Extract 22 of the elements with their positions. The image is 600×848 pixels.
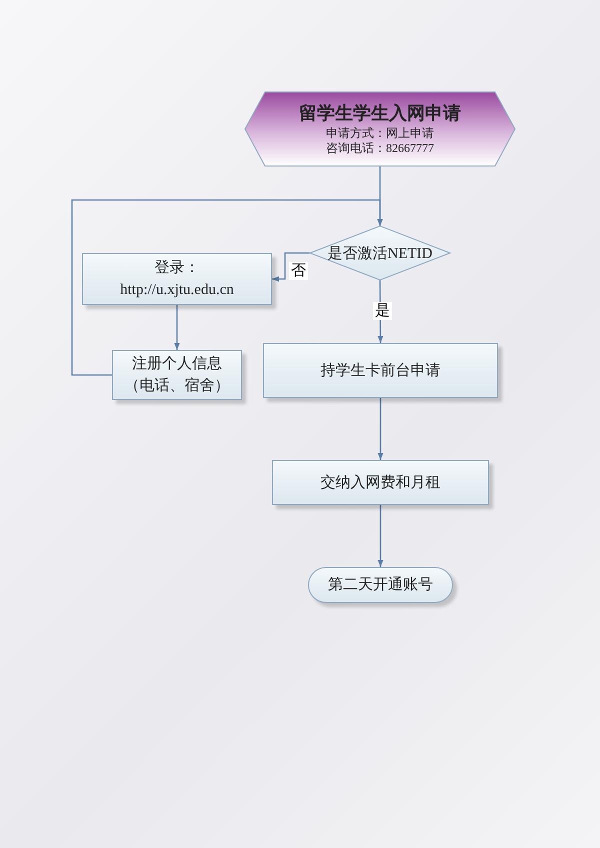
terminal-box: 第二天开通账号 (308, 567, 453, 603)
arrow (71, 199, 383, 376)
note-text: 咨询电话：82667777 (326, 141, 434, 156)
note-text: 申请方式：网上申请 (326, 126, 434, 141)
box-text: （电话、宿舍） (124, 376, 230, 396)
process-box: 交纳入网费和月租 (272, 460, 489, 505)
process-box: 持学生卡前台申请 (263, 343, 498, 398)
arrow (378, 280, 384, 343)
arrow (272, 252, 310, 282)
arrow (378, 505, 384, 567)
edge-label: 否 (289, 262, 308, 280)
hexagon-box (245, 92, 515, 166)
edge-label: 是 (373, 302, 392, 320)
title-text: 留学生学生入网申请 (299, 102, 461, 126)
box-text: 登录： (154, 259, 200, 278)
arrow (174, 305, 180, 350)
box-text: http://u.xjtu.edu.cn (120, 281, 234, 300)
arrow (378, 398, 384, 460)
decision-diamond: 是否激活NETID (310, 226, 450, 280)
box-text: 注册个人信息 (132, 354, 222, 374)
process-box (82, 253, 272, 305)
process-box (112, 350, 242, 400)
